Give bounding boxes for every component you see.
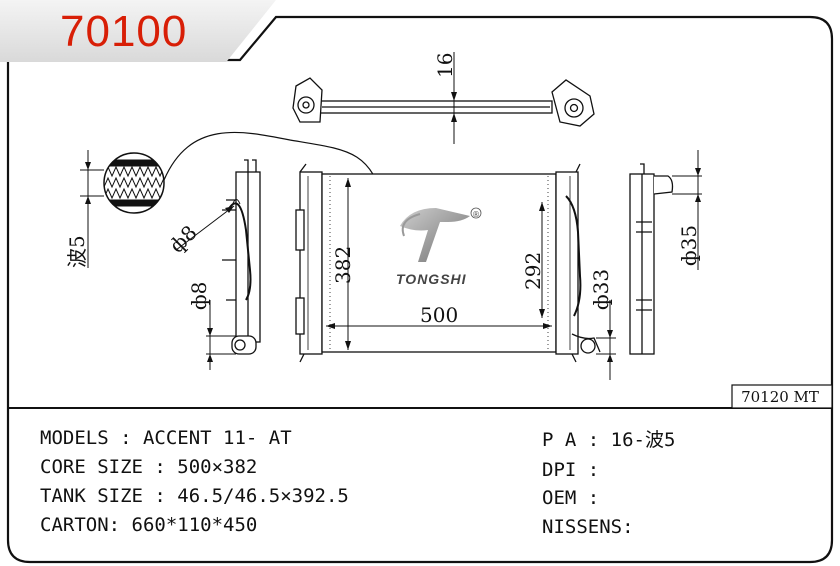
spec-oem: OEM : <box>542 487 600 509</box>
spec-nissens: NISSENS: <box>542 516 634 538</box>
product-code-tab <box>0 0 276 62</box>
product-code: 70100 <box>60 7 188 56</box>
brand-logo: TONGSHI ® <box>396 207 482 287</box>
top-view <box>292 52 595 144</box>
tank-length-label: 292 <box>521 252 545 290</box>
inlet-dia-label: ф8 <box>165 220 202 257</box>
spec-carton: CARTON: 660*110*450 <box>40 514 258 536</box>
core-width-label: 500 <box>420 303 458 327</box>
fin-pitch-label: 16 <box>433 53 457 78</box>
spec-core-size: CORE SIZE : 500×382 <box>40 456 258 478</box>
brand-name: TONGSHI <box>396 271 467 287</box>
spec-tank-size: TANK SIZE : 46.5/46.5×392.5 <box>40 485 349 507</box>
core-height-label: 382 <box>331 246 355 284</box>
spec-pa: P A : 16-波5 <box>542 429 676 451</box>
sheet-border <box>6 15 834 564</box>
spec-dpi: DPI : <box>542 459 600 481</box>
spec-models: MODELS : ACCENT 11- AT <box>40 427 292 449</box>
right-side-view <box>629 150 702 355</box>
tube-dia-small-label: ф33 <box>589 269 613 310</box>
sub-code-box <box>731 384 833 409</box>
fin-label: 波5 <box>65 235 89 268</box>
tube-dia-large-label: ф35 <box>677 225 701 266</box>
left-side-view <box>175 159 261 370</box>
sub-code: 70120 MT <box>741 388 819 406</box>
outlet-dia-label: ф8 <box>187 282 211 310</box>
registered-mark: ® <box>472 210 480 219</box>
front-view <box>295 163 616 380</box>
fin-detail <box>80 131 393 268</box>
